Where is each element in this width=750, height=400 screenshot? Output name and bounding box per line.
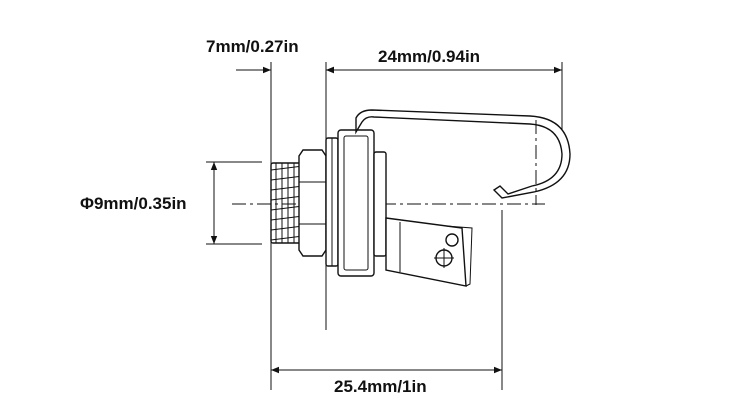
label-body-length: 24mm/0.94in	[378, 47, 480, 66]
lug-tab	[385, 217, 467, 287]
dimension-lines	[210, 66, 562, 374]
body-outline	[337, 129, 375, 277]
spring-contact	[355, 109, 571, 205]
lug-rivet	[445, 233, 459, 247]
thread-helix	[270, 165, 304, 241]
hex-nut	[298, 149, 327, 257]
body-rear-step	[373, 151, 387, 257]
lug-tip-edge	[445, 225, 473, 287]
threaded-barrel	[270, 162, 304, 244]
solder-lug	[385, 217, 473, 287]
label-diameter: Φ9mm/0.35in	[80, 194, 187, 213]
nut-outline	[298, 149, 327, 257]
jack-body	[337, 129, 387, 277]
label-thread-length: 7mm/0.27in	[206, 37, 299, 56]
washer-flange	[325, 137, 339, 267]
thread-lines	[275, 163, 301, 243]
label-overall-length: 25.4mm/1in	[334, 377, 427, 396]
body-inner-outline	[343, 135, 369, 271]
spring-contact-outline	[355, 109, 571, 199]
